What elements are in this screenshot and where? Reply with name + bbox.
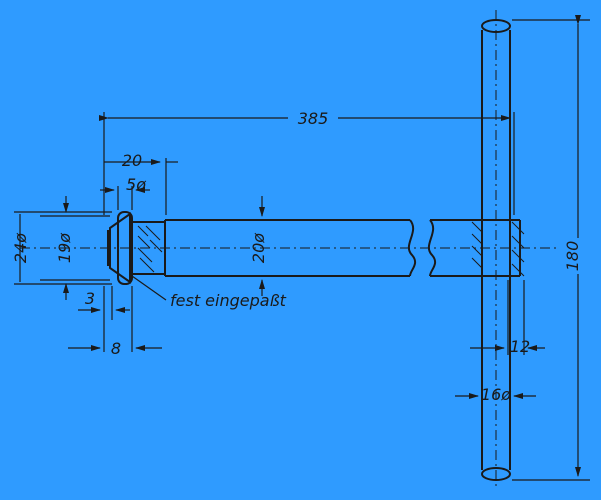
fit-note: fest eingepaßt bbox=[131, 275, 287, 310]
dim-offset-8: 8 bbox=[68, 286, 162, 358]
label-groove: 5ø bbox=[126, 175, 146, 194]
label-fit-note: fest eingepaßt bbox=[170, 291, 287, 310]
handle bbox=[471, 19, 525, 481]
label-handle-diameter: 16ø bbox=[481, 385, 511, 404]
label-collar-width: 20 bbox=[122, 151, 142, 170]
label-shaft-diameter: 20ø bbox=[249, 233, 268, 263]
dim-inner: 19ø bbox=[40, 196, 110, 300]
shaft-head bbox=[107, 211, 165, 285]
dim-groove: 5ø bbox=[100, 175, 150, 210]
dim-12: 12 bbox=[470, 280, 545, 356]
label-head-diameter: 24ø bbox=[11, 233, 30, 263]
label-overall-length: 385 bbox=[298, 109, 329, 128]
dim-collar-width: 20 bbox=[104, 151, 178, 215]
dim-shaft-diameter: 20ø bbox=[249, 196, 268, 296]
shaft bbox=[164, 219, 521, 277]
label-handle-length: 180 bbox=[563, 241, 582, 272]
dim-handle-length: 180 bbox=[512, 15, 590, 481]
label-offset-3: 3 bbox=[85, 289, 95, 308]
dim-overall-length: 385 bbox=[99, 108, 515, 215]
dim-offset-3: 3 bbox=[78, 286, 130, 352]
label-12: 12 bbox=[510, 337, 530, 356]
dim-handle-diameter: 16ø bbox=[455, 385, 536, 404]
label-inner-diameter: 19ø bbox=[55, 233, 74, 263]
label-offset-8: 8 bbox=[111, 339, 121, 358]
